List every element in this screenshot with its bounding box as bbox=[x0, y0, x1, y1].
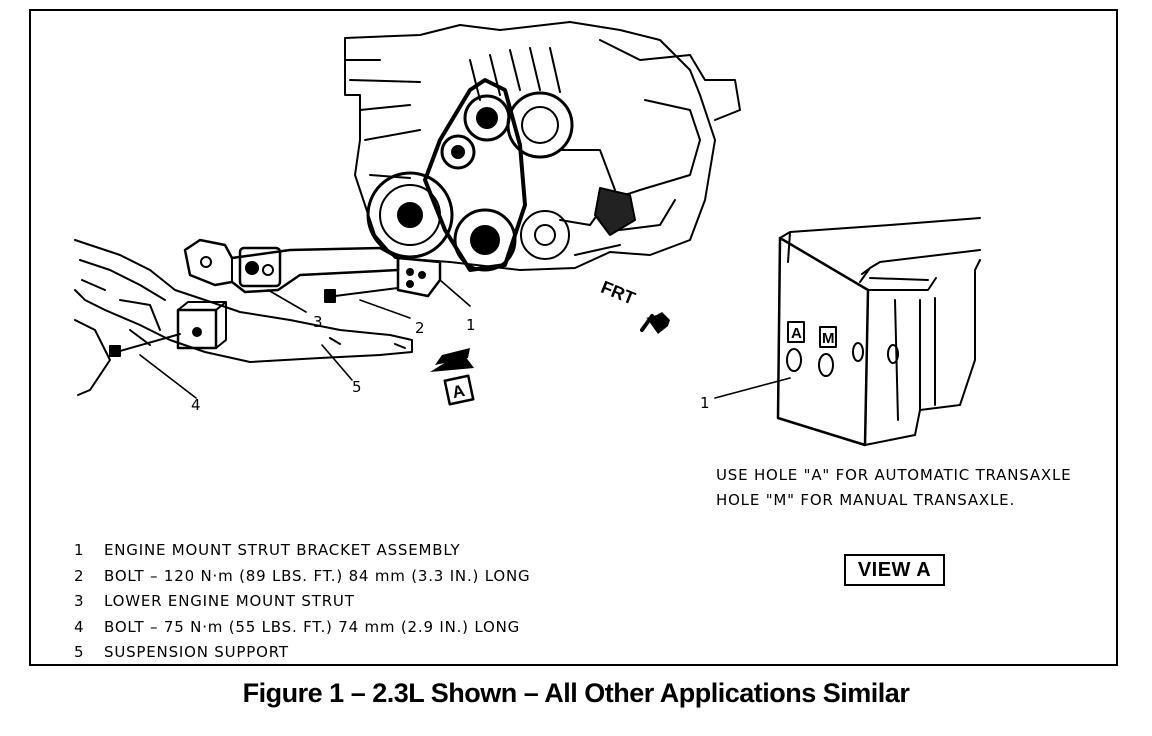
callout-1: 1 bbox=[466, 316, 476, 334]
front-direction-arrow bbox=[640, 312, 670, 334]
figure-caption: Figure 1 – 2.3L Shown – All Other Applic… bbox=[242, 678, 910, 708]
bolt-4 bbox=[109, 333, 181, 357]
legend-item: 4 BOLT – 75 N·m (55 LBS. FT.) 74 mm (2.9 … bbox=[74, 615, 530, 641]
legend-item-text: LOWER ENGINE MOUNT STRUT bbox=[104, 592, 355, 610]
legend-item: 3 LOWER ENGINE MOUNT STRUT bbox=[74, 589, 530, 615]
suspension-support bbox=[74, 239, 413, 396]
view-a-bracket-detail bbox=[776, 217, 981, 447]
lower-engine-mount-strut bbox=[183, 238, 400, 294]
callout-2: 2 bbox=[415, 319, 425, 337]
legend-item-number: 4 bbox=[74, 617, 85, 636]
legend-item-number: 3 bbox=[74, 592, 85, 610]
legend-item-text: BOLT – 120 N·m (89 LBS. FT.) 84 mm (3.3 … bbox=[104, 566, 531, 585]
bolt-2 bbox=[324, 287, 399, 303]
view-a-label: VIEW A bbox=[844, 554, 945, 586]
callout-3: 3 bbox=[313, 313, 323, 331]
callout-leaders bbox=[139, 279, 791, 399]
engine-assembly bbox=[344, 21, 741, 272]
hole-m-letter: M bbox=[822, 330, 835, 347]
legend-item: 5 SUSPENSION SUPPORT bbox=[74, 640, 530, 666]
figure-frame bbox=[29, 9, 1118, 666]
legend-item-number: 1 bbox=[74, 541, 85, 559]
view-arrow-letter: A bbox=[450, 381, 466, 402]
view-a-arrow bbox=[430, 348, 475, 406]
legend-item-text: BOLT – 75 N·m (55 LBS. FT.) 74 mm (2.9 I… bbox=[104, 617, 521, 636]
callout-1-view-a: 1 bbox=[700, 394, 710, 412]
legend-item: 2 BOLT – 120 N·m (89 LBS. FT.) 84 mm (3.3… bbox=[74, 564, 530, 590]
frt-label: FRT bbox=[598, 277, 638, 309]
strut-bracket-assembly bbox=[396, 256, 442, 298]
note-line-1: USE HOLE "A" FOR AUTOMATIC TRANSAXLE bbox=[716, 466, 1072, 484]
legend-item-number: 2 bbox=[74, 566, 85, 585]
note-line-2: HOLE "M" FOR MANUAL TRANSAXLE. bbox=[716, 491, 1016, 509]
legend-item-number: 5 bbox=[74, 643, 85, 661]
transaxle-hole-note: USE HOLE "A" FOR AUTOMATIC TRANSAXLE HOL… bbox=[716, 463, 1071, 513]
legend-item-text: ENGINE MOUNT STRUT BRACKET ASSEMBLY bbox=[104, 541, 461, 559]
legend-item: 1 ENGINE MOUNT STRUT BRACKET ASSEMBLY bbox=[74, 538, 530, 564]
hole-a-letter: A bbox=[791, 325, 802, 342]
legend-item-text: SUSPENSION SUPPORT bbox=[104, 643, 289, 661]
callout-5: 5 bbox=[352, 378, 362, 396]
callout-4: 4 bbox=[191, 396, 201, 414]
